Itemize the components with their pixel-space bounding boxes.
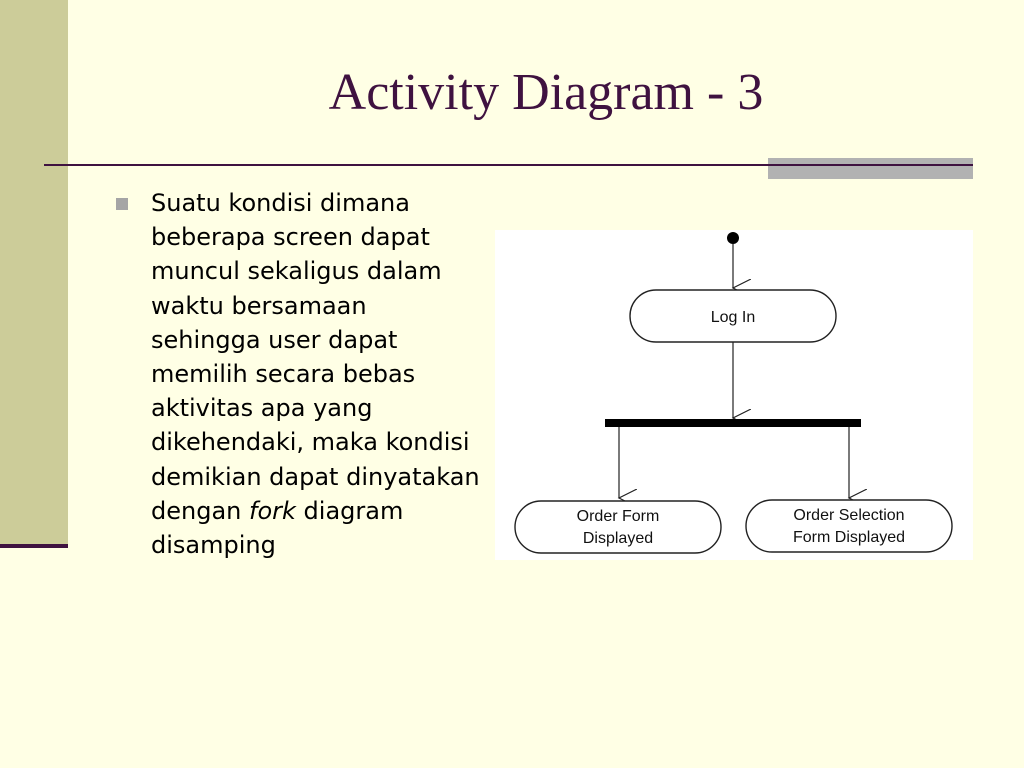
bullet-text-part-2: diagram disamping (151, 496, 404, 560)
login-activity-label: Log In (711, 309, 755, 326)
title-divider-accent-bottom (768, 166, 973, 179)
activity-diagram-svg: Log In Order Form Displayed Order Select… (514, 232, 953, 554)
order-form-activity (514, 500, 722, 554)
initial-node (727, 232, 739, 244)
slide-title: Activity Diagram - 3 (328, 64, 764, 121)
activity-diagram: Log In Order Form Displayed Order Select… (495, 230, 973, 560)
bullet-text: Suatu kondisi dimana beberapa screen dap… (151, 186, 481, 562)
order-selection-label-line1: Order Selection (793, 507, 904, 524)
title-divider-accent-line (768, 164, 973, 166)
order-form-label-line1: Order Form (577, 508, 660, 525)
left-band-rule (0, 544, 68, 548)
title-divider-accent-top (768, 158, 973, 164)
bullet-text-emphasis: fork (249, 496, 296, 525)
order-selection-label-line2: Form Displayed (793, 529, 905, 546)
order-selection-activity (745, 499, 953, 553)
left-accent-band (0, 0, 68, 545)
bullet-text-part-1: Suatu kondisi dimana beberapa screen dap… (151, 189, 480, 525)
fork-bar (605, 419, 861, 427)
title-divider (44, 164, 774, 166)
bullet-square-icon (116, 198, 128, 210)
order-form-label-line2: Displayed (583, 530, 653, 547)
